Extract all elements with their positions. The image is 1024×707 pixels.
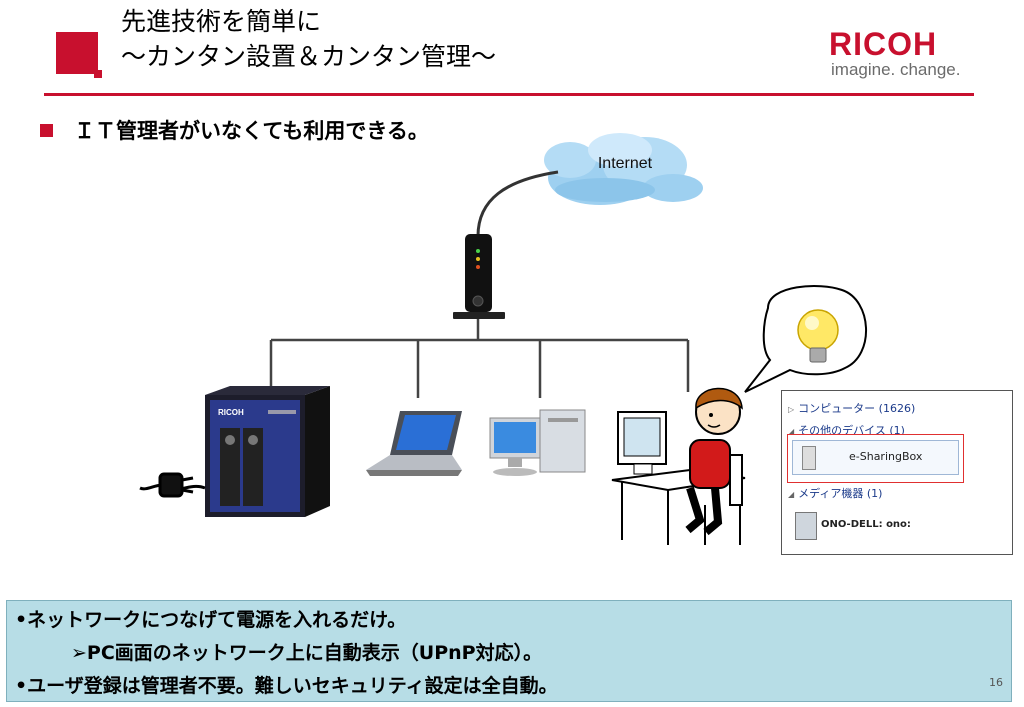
title-line-2: ～カンタン設置＆カンタン管理～ [121,42,497,71]
summary-line-1: •ネットワークにつなげて電源を入れるだけ。 [15,609,407,631]
main-bullet: ＩＴ管理者がいなくても利用できる。 [74,119,429,143]
other-devices-group-row[interactable]: ◢その他のデバイス (1) [788,424,905,437]
title-line-1: 先進技術を簡単に [121,7,322,36]
device-name: e-SharingBox [849,450,923,463]
nas-brand-label: RICOH [218,408,244,417]
page-number: 16 [989,676,1003,689]
nas-device-icon-small [802,446,816,470]
internet-cable [476,170,559,237]
summary-line-2: ➢PC画面のネットワーク上に自動表示（UPnP対応）。 [71,642,543,664]
collapse-arrow-icon: ◢ [788,427,795,436]
laptop-icon [366,411,462,476]
logo-tagline: imagine. change. [831,60,961,79]
media-devices-group-row[interactable]: ◢メディア機器 (1) [788,487,883,500]
light-bulb-icon [797,309,839,363]
desktop-pc-icon [489,409,586,476]
page-title: 先進技術を簡単に ～カンタン設置＆カンタン管理～ [121,4,496,74]
header-divider [44,93,974,96]
collapse-arrow-icon: ◢ [788,490,795,499]
user-at-computer-icon [611,387,746,545]
internet-cloud-icon [544,133,703,205]
summary-box: •ネットワークにつなげて電源を入れるだけ。 ➢PC画面のネットワーク上に自動表示… [6,600,1012,702]
network-lines [269,319,690,398]
network-explorer-panel: ▷コンピューター (1626) ◢その他のデバイス (1) e-SharingB… [781,390,1013,555]
ricoh-logo: RICOH [829,26,938,62]
device-item-e-sharingbox[interactable]: e-SharingBox [792,440,959,475]
summary-line-3: •ユーザ登録は管理者不要。難しいセキュリティ設定は全自動。 [15,675,558,697]
highlighted-device-box: e-SharingBox [787,434,964,483]
bullet-square-icon [40,124,53,137]
computer-group-row[interactable]: ▷コンピューター (1626) [788,402,916,415]
power-plug-icon [139,472,206,498]
media-device-icon [795,512,817,540]
expand-arrow-icon: ▷ [788,405,795,414]
nas-device-icon [205,386,330,517]
internet-label: Internet [598,155,653,172]
router-icon [453,234,505,319]
title-accent-square [56,32,102,78]
media-device-name[interactable]: ONO-DELL: ono: [821,519,911,530]
